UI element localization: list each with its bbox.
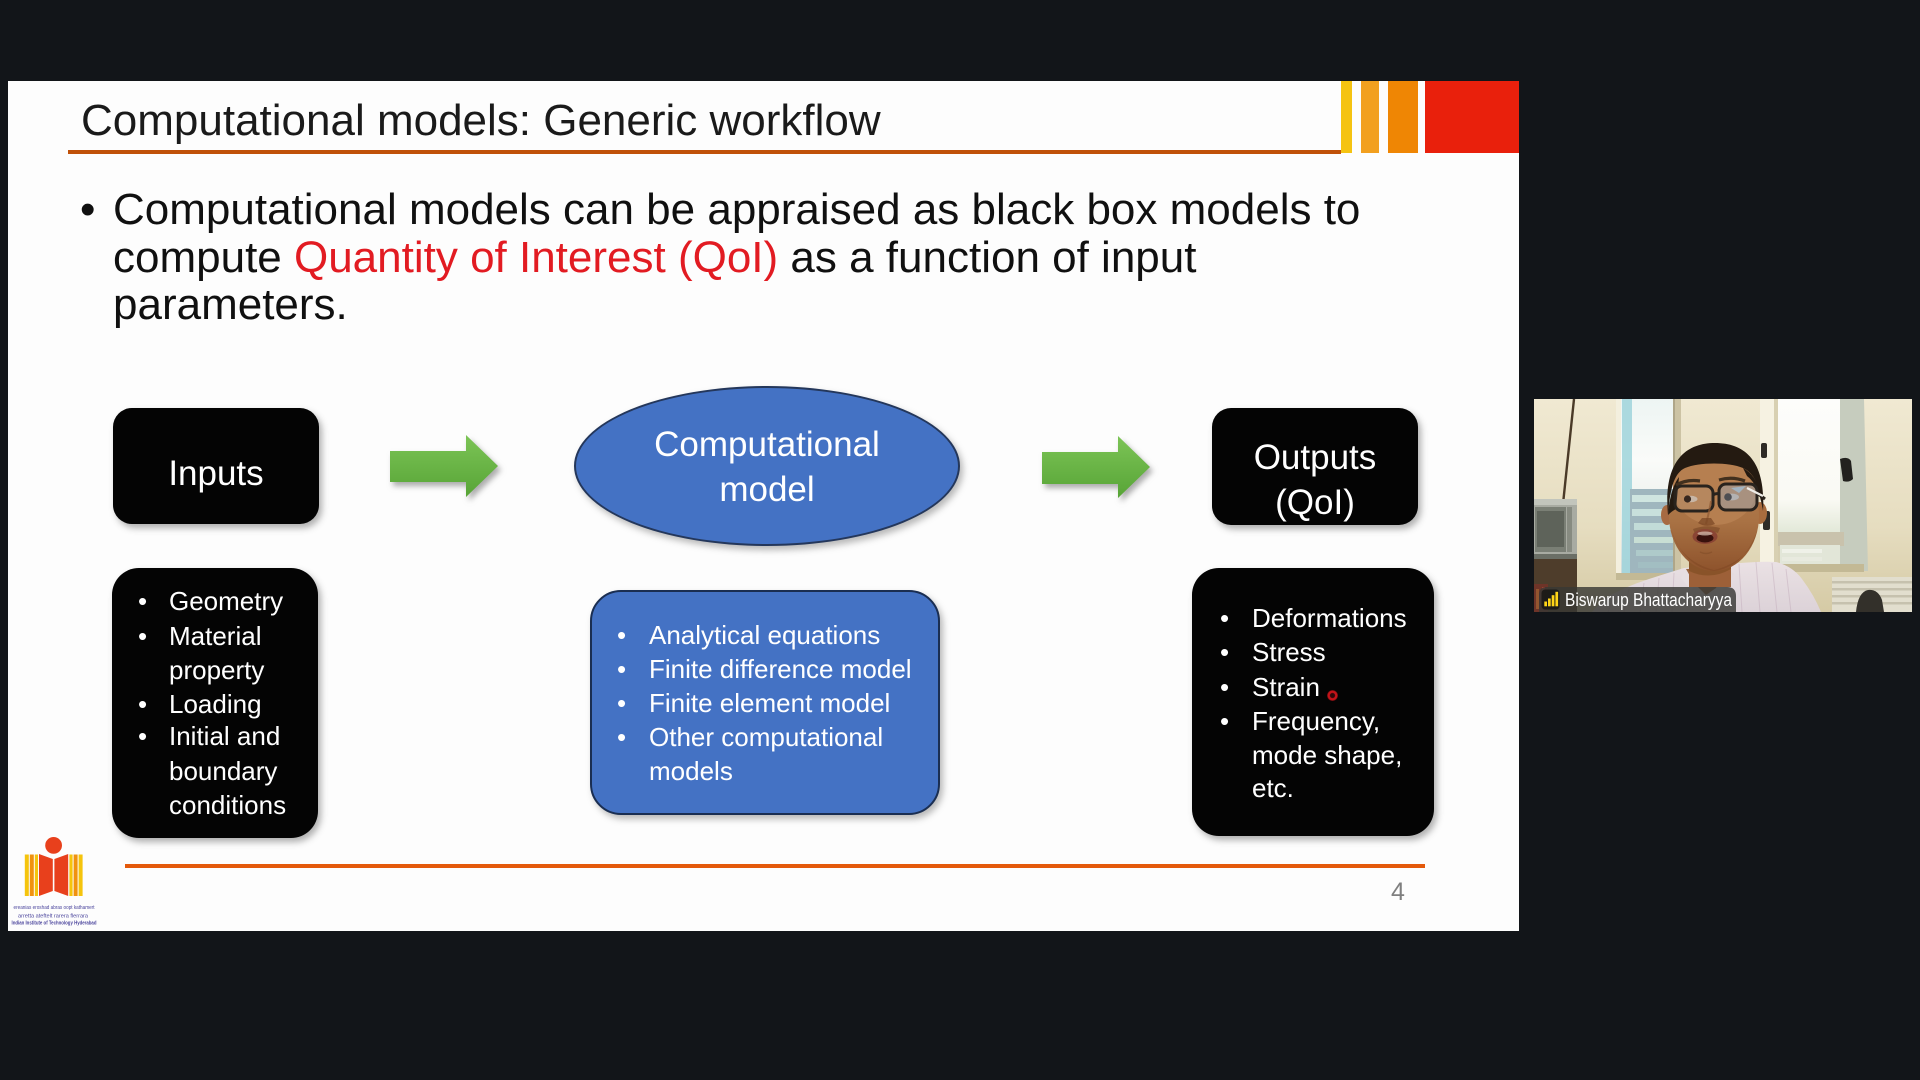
- svg-text:arretta ateftelt rarera flerra: arretta ateftelt rarera flerrara: [18, 914, 89, 920]
- svg-text:Biswarup Bhattacharyya: Biswarup Bhattacharyya: [1565, 590, 1733, 610]
- svg-text:Indian Institute of Technology: Indian Institute of Technology Hyderabad: [12, 921, 97, 927]
- svg-text:ereanias eroshad abras oopt ka: ereanias eroshad abras oopt kathamert: [14, 905, 95, 911]
